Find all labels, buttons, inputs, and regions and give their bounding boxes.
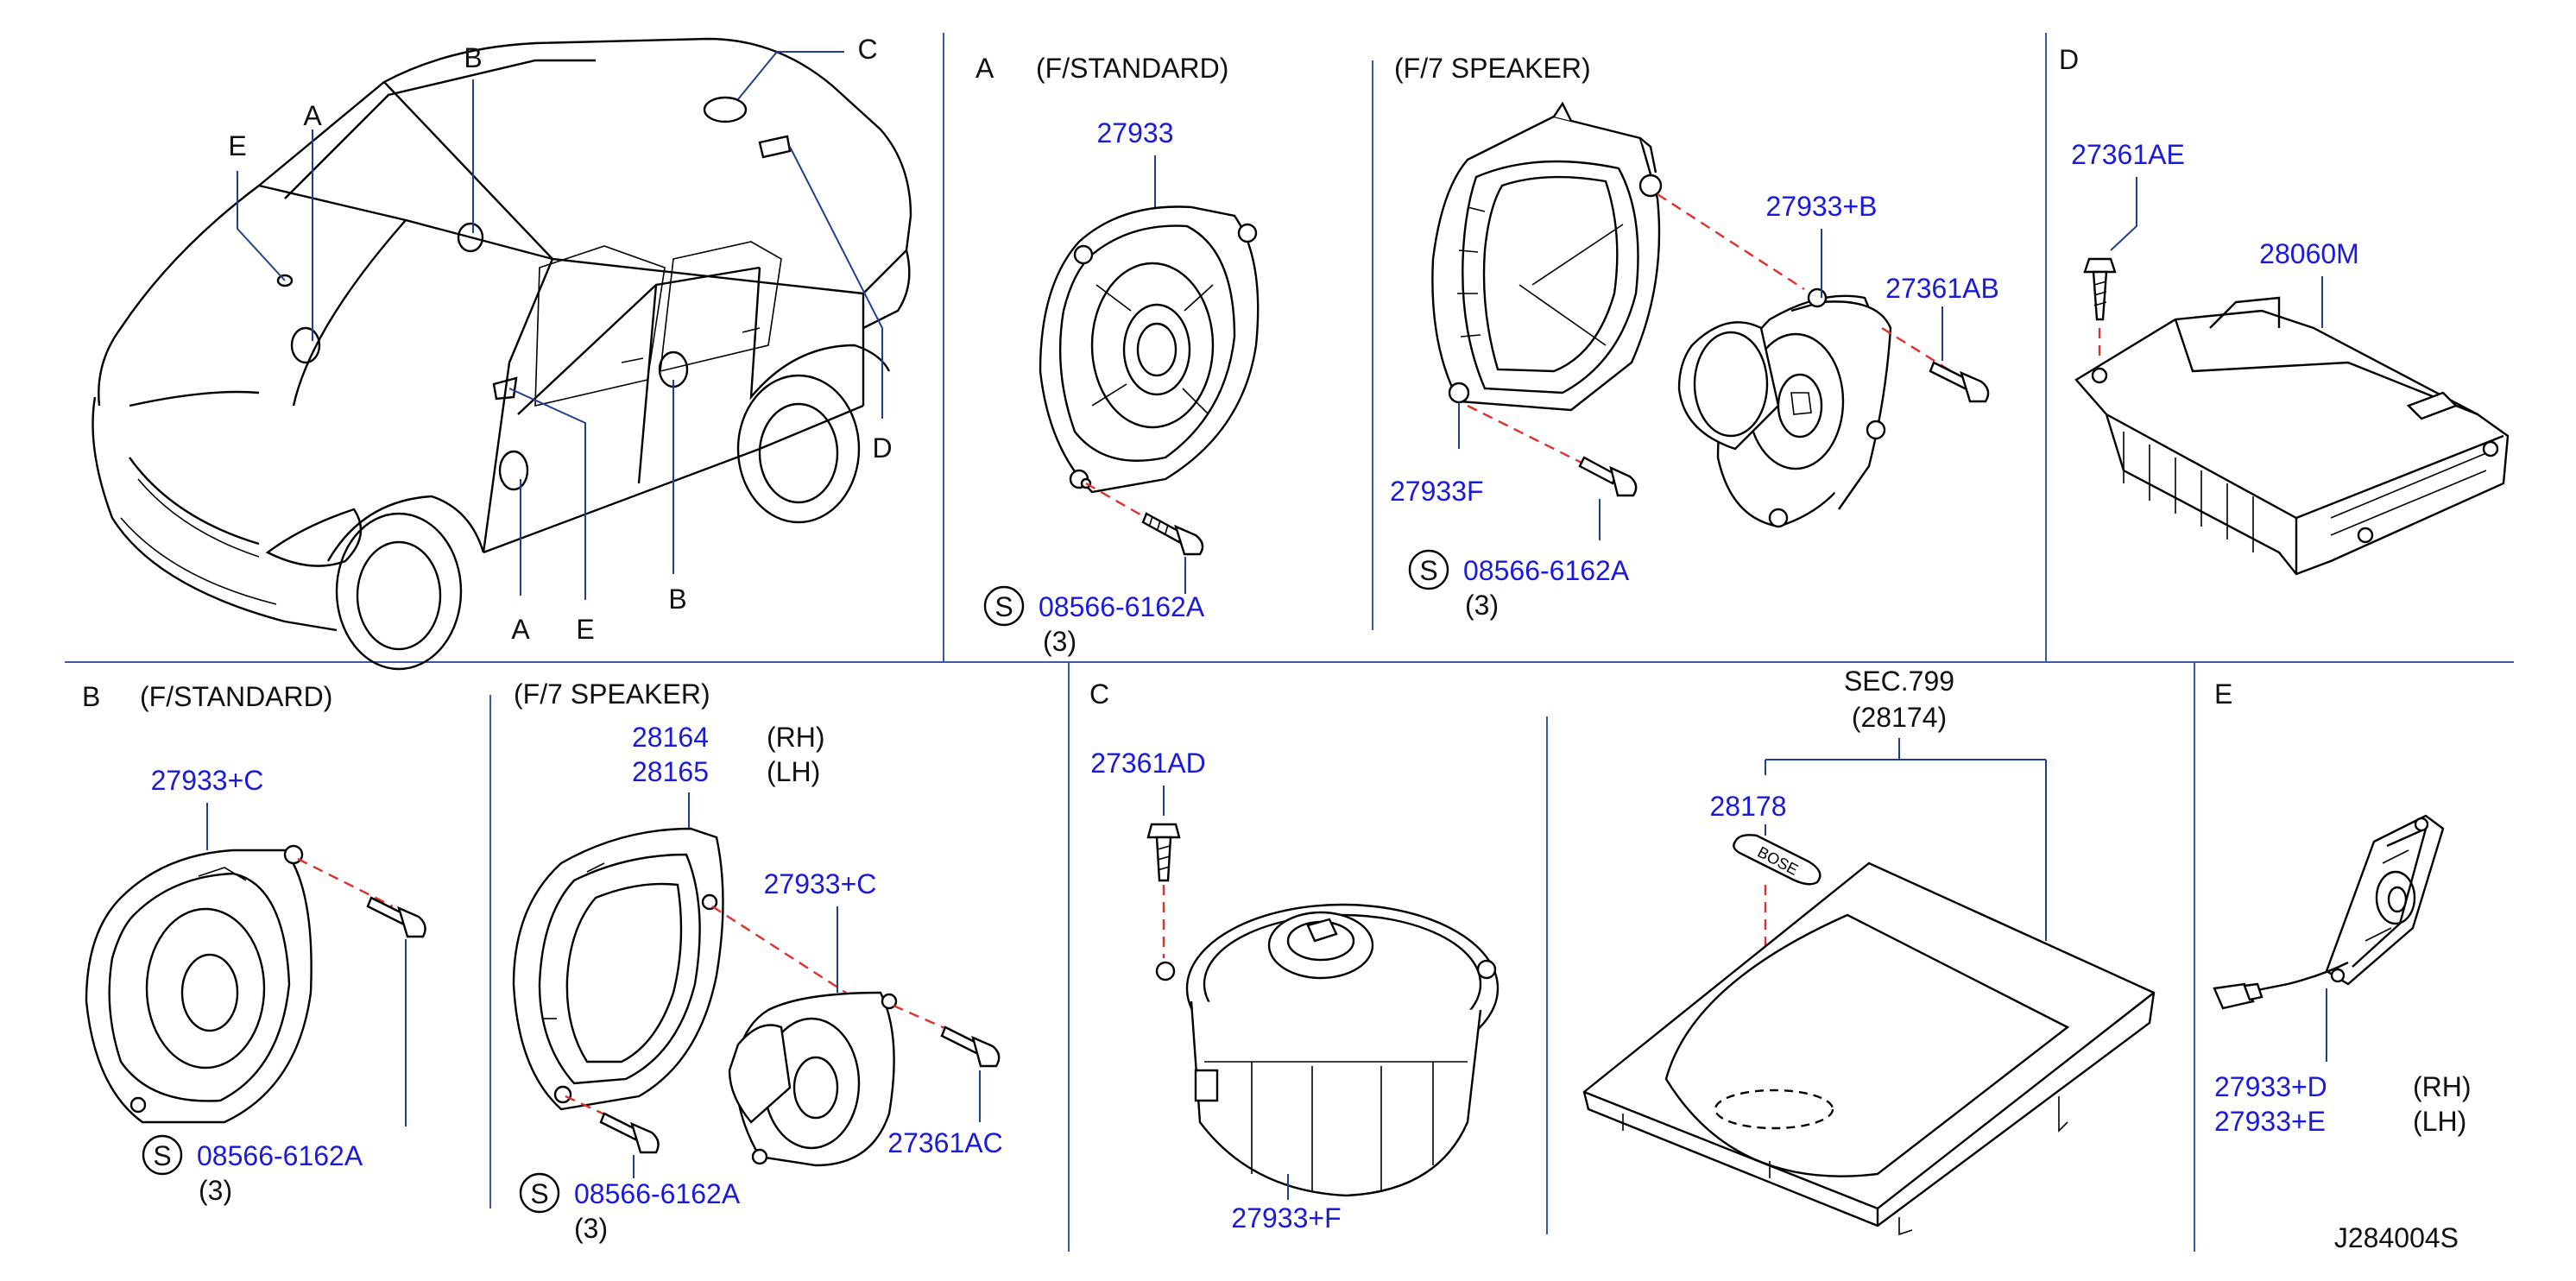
lh-label: (LH)	[2413, 1106, 2466, 1137]
part-27933e-label: 27933+E	[2214, 1106, 2326, 1137]
part-27361ab-label: 27361AB	[1885, 273, 1999, 304]
s-symbol-label: S	[530, 1178, 548, 1209]
part-27933b-label: 27933+B	[1765, 191, 1877, 222]
part-27361ae-label: 27361AE	[2071, 139, 2185, 170]
part-27933-label: 27933	[1097, 117, 1174, 148]
s-symbol-icon	[983, 585, 1025, 627]
part-28164-label: 28164	[632, 722, 709, 753]
screw-icon	[1141, 512, 1204, 556]
panel-d: D 27361AE 28060M	[2059, 44, 2510, 576]
part-08566-label: 08566-6162A	[1463, 555, 1630, 586]
panel-a-title: (F/STANDARD)	[1036, 53, 1228, 84]
amplifier-icon	[2074, 296, 2510, 576]
panel-a-letter: A	[975, 53, 994, 84]
bracket-icon	[1431, 101, 1663, 412]
panel-a-f7-title: (F/7 SPEAKER)	[1394, 53, 1591, 84]
panel-b-f7-speaker: (F/7 SPEAKER) 28164 (RH) 28165 (LH) 2793…	[512, 678, 1003, 1244]
panel-e: E 27933+D (RH) 27933+E (LH)	[2213, 678, 2472, 1137]
s-symbol-label: S	[994, 591, 1013, 622]
callout-e-top: E	[228, 130, 246, 161]
callout-e-bottom: E	[576, 614, 594, 645]
qty-label: (3)	[1043, 626, 1076, 657]
part-27361ad-label: 27361AD	[1090, 748, 1205, 779]
panel-b-letter: B	[82, 681, 100, 712]
car-drawing	[92, 37, 912, 671]
rh-label: (RH)	[2413, 1071, 2472, 1102]
panel-b-f7-title: (F/7 SPEAKER)	[514, 678, 710, 710]
qty-label: (3)	[1465, 590, 1499, 621]
rh-label: (RH)	[767, 722, 825, 753]
part-28060m-label: 28060M	[2259, 238, 2359, 269]
part-27933f-label: 27933F	[1390, 476, 1484, 507]
s-symbol-icon	[142, 1134, 183, 1176]
s-symbol-icon	[519, 1172, 560, 1214]
s-symbol-icon	[1408, 549, 1449, 590]
speaker-icon	[1677, 287, 1892, 528]
panel-a-standard: A (F/STANDARD) 27933 S 08566-6162A (3)	[975, 53, 1260, 657]
part-28165-label: 28165	[632, 756, 709, 787]
panel-b-standard: B (F/STANDARD) 27933+C S 08566-6162A (3)	[82, 681, 426, 1206]
sec-part-label: (28174)	[1852, 702, 1947, 733]
part-08566-label: 08566-6162A	[1039, 591, 1205, 622]
screw-icon	[599, 1112, 660, 1154]
callout-a-top: A	[303, 100, 322, 131]
part-27361ac-label: 27361AC	[887, 1127, 1002, 1158]
screw-icon	[1578, 456, 1638, 497]
panel-sec-799: SEC.799 (28174) 28178 BOSE	[1582, 666, 2156, 1236]
s-symbol-label: S	[1419, 555, 1437, 586]
bolt-icon	[940, 1025, 1001, 1068]
callout-c-top: C	[857, 34, 877, 65]
panel-a-f7-speaker: (F/7 SPEAKER) 27933+B	[1390, 53, 1999, 621]
callout-b-bottom: B	[668, 584, 686, 615]
speaker-icon	[1155, 903, 1500, 1197]
panel-e-letter: E	[2214, 678, 2232, 710]
callout-b-top: B	[464, 42, 482, 73]
panel-c: C 27361AD 27933+F	[1089, 678, 1500, 1234]
badge-icon: BOSE	[1733, 834, 1822, 886]
speaker-icon	[85, 844, 313, 1124]
part-08566-label: 08566-6162A	[574, 1178, 741, 1209]
qty-label: (3)	[574, 1213, 608, 1244]
speaker-icon	[1039, 205, 1260, 494]
panel-d-letter: D	[2059, 44, 2079, 75]
bracket-icon	[512, 827, 724, 1111]
tweeter-icon	[2213, 814, 2445, 1010]
bolt-icon	[1146, 823, 1181, 882]
car-overview: A B E C D A E B	[92, 34, 912, 671]
panel-b-title: (F/STANDARD)	[140, 681, 332, 712]
panel-dividers	[65, 33, 2514, 1252]
qty-label: (3)	[199, 1175, 232, 1206]
part-27933f-label: 27933+F	[1231, 1202, 1341, 1234]
bolt-icon	[1929, 361, 1990, 403]
drawing-number: J284004S	[2334, 1222, 2459, 1253]
part-28178-label: 28178	[1710, 791, 1787, 822]
part-27933c-label: 27933+C	[764, 868, 877, 899]
rear-shelf-icon	[1582, 861, 2156, 1236]
part-08566-label: 08566-6162A	[197, 1140, 363, 1171]
panel-c-letter: C	[1089, 678, 1109, 710]
bolt-icon	[2083, 257, 2117, 321]
lh-label: (LH)	[767, 756, 820, 787]
callout-d-bottom: D	[872, 432, 892, 464]
screw-icon	[366, 896, 426, 938]
s-symbol-label: S	[153, 1140, 171, 1171]
part-27933c-label: 27933+C	[151, 765, 264, 796]
part-27933d-label: 27933+D	[2214, 1071, 2327, 1102]
speaker-icon	[728, 991, 898, 1167]
sec-label: SEC.799	[1844, 666, 1954, 697]
callout-a-bottom: A	[511, 614, 530, 645]
